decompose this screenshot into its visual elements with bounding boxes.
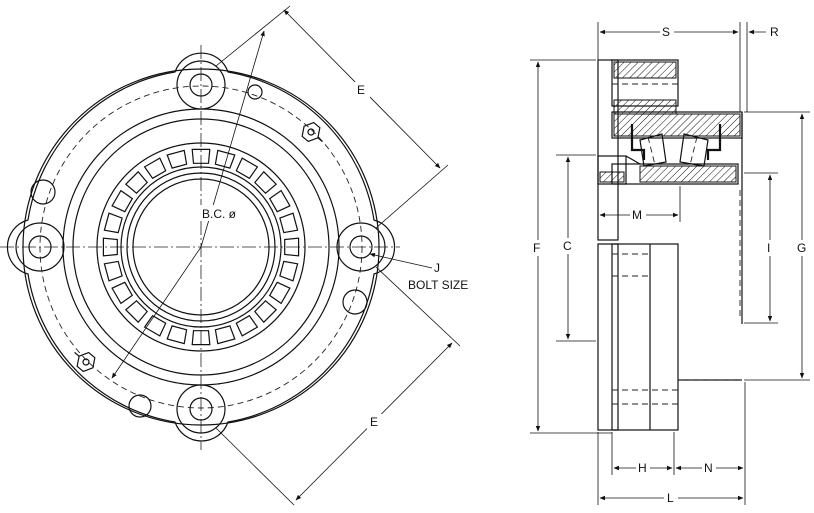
dim-s-label: S (662, 25, 670, 39)
collar-tooth (279, 212, 299, 234)
dim-i-label: I (767, 241, 770, 255)
collar-tooth (143, 314, 167, 337)
collar-tooth (103, 260, 123, 282)
collar-tooth (111, 189, 134, 213)
housing-outer-circle (22, 68, 380, 426)
lobe-left (15, 222, 65, 272)
collar-tooth (166, 149, 188, 169)
collar-tooth (111, 281, 134, 305)
collar-tooth (214, 149, 236, 169)
collar-tooth (235, 157, 259, 180)
grease-fitting-lower-icon (74, 351, 96, 373)
bolt-circle-arrow-lower (111, 246, 202, 379)
ext-line-e-upper-b (375, 164, 449, 229)
flange-upper (597, 59, 619, 241)
collar-ring-inner (120, 166, 282, 328)
collar-tooth (268, 281, 291, 305)
flange-lower (597, 243, 619, 431)
dim-g-label: G (797, 241, 806, 255)
collar-tooth (279, 260, 299, 282)
dim-n-label: N (704, 461, 713, 475)
collar-tooth (191, 330, 211, 346)
ext-line-e-lower-a (375, 266, 461, 347)
lobe-right (336, 222, 386, 272)
grease-fitting-upper-icon (301, 121, 323, 143)
seal-left (630, 124, 646, 160)
ext-line-e-lower-b (215, 427, 295, 506)
side-view: S R (530, 22, 810, 506)
pilot-ring (72, 118, 330, 376)
collar-tooth (284, 237, 300, 257)
roller-center-left (647, 136, 656, 166)
flange-upper-hatch (613, 61, 677, 79)
pilot-ring-outer (62, 108, 340, 386)
dim-c-label: C (563, 239, 572, 253)
locking-collar-hatch (599, 171, 625, 183)
roller-left (639, 133, 667, 167)
dim-m-label: M (632, 208, 642, 222)
bolt-hole-bottom (189, 397, 213, 421)
dim-e-upper-label: E (357, 83, 365, 97)
small-hole-lower-left (128, 394, 152, 418)
collar-tooth (268, 189, 291, 213)
bolt-circle-label: B.C. ø (202, 207, 237, 221)
roller-center-right (689, 136, 698, 166)
bolt-size-label: BOLT SIZE (408, 278, 468, 292)
collar-tooth (166, 325, 188, 345)
ext-line-e-upper-a (215, 5, 291, 67)
front-view: B.C. ø E E J BOLT SIZE (0, 5, 468, 506)
small-hole-upper-right (247, 84, 263, 100)
seal-right (706, 124, 722, 160)
bolt-circle (39, 85, 363, 409)
small-hole-lower-right (342, 289, 368, 315)
locking-collar (597, 155, 627, 185)
dim-l-label: L (667, 491, 674, 505)
dim-h-label: H (638, 461, 647, 475)
bolt-size-leader (369, 252, 433, 269)
small-hole-upper-left (30, 179, 56, 205)
collar-tooth (102, 237, 118, 257)
collar-step (625, 155, 641, 165)
collar-tooth (143, 157, 167, 180)
collar-tooth (103, 212, 123, 234)
collar-tooth (235, 314, 259, 337)
housing-hatch (613, 113, 741, 137)
flange-lower-body (611, 243, 679, 431)
dim-r-label: R (770, 25, 779, 39)
bore-outer (126, 172, 276, 322)
collar-tooth (214, 325, 236, 345)
bore (132, 178, 270, 316)
collar-tooth (253, 170, 278, 195)
inner-race-hatch (639, 165, 737, 183)
collar-tooth (124, 170, 149, 195)
bolt-hole-top (189, 73, 213, 97)
dim-f-label: F (533, 241, 540, 255)
collar-tooth (253, 299, 278, 324)
collar-tooth (124, 299, 149, 324)
collar-teeth (102, 148, 300, 346)
collar-ring-outer (96, 142, 306, 352)
bolt-letter-label: J (434, 261, 440, 275)
dim-e-lower-label: E (370, 415, 378, 429)
collar-tooth (191, 148, 211, 164)
bolt-hole-right (349, 235, 373, 259)
